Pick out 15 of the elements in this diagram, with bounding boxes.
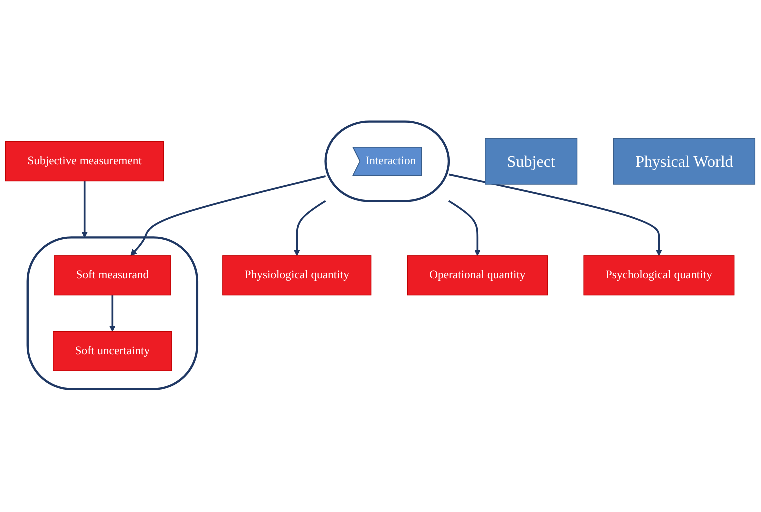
node-box: Subjective measurement	[5, 142, 164, 182]
node-box: Subject	[485, 138, 578, 186]
arrow	[130, 176, 326, 257]
node-box: Operational quantity	[407, 256, 548, 296]
node-box: Psychological quantity	[584, 256, 735, 296]
arrow	[448, 174, 662, 257]
cluster	[26, 237, 199, 391]
arrow	[448, 200, 481, 257]
arrow	[82, 182, 88, 238]
node-box: Physical World	[613, 138, 756, 186]
node-box: Soft uncertainty	[53, 332, 172, 372]
node-box: Physiological quantity	[222, 256, 372, 296]
arrow	[294, 200, 326, 257]
arrow	[109, 296, 116, 332]
node-box: Soft measurand	[54, 256, 172, 296]
